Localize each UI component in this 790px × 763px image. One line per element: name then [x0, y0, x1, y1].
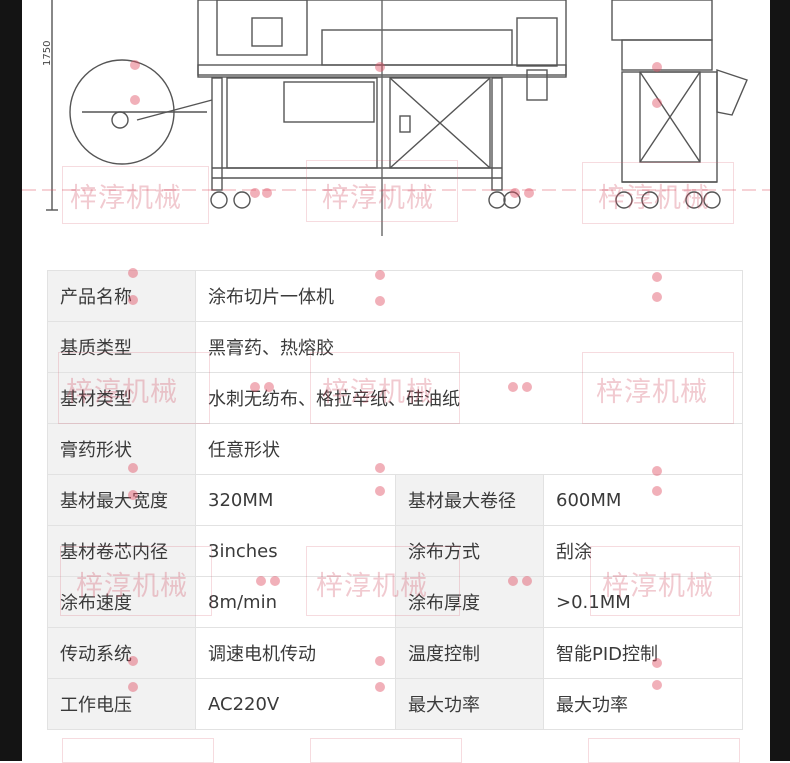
spec-value: 3inches: [195, 525, 396, 577]
table-row: 基材卷芯内径 3inches 涂布方式 刮涂: [47, 525, 743, 577]
table-row: 基材最大宽度 320MM 基材最大卷径 600MM: [47, 474, 743, 526]
table-row: 膏药形状 任意形状: [47, 423, 743, 475]
spec-value: 最大功率: [543, 678, 743, 730]
height-dimension-label: 1750: [42, 40, 53, 66]
spec-label: 温度控制: [395, 627, 544, 679]
table-row: 工作电压 AC220V 最大功率 最大功率: [47, 678, 743, 730]
spec-label: 膏药形状: [47, 423, 196, 475]
spec-label: 基材最大卷径: [395, 474, 544, 526]
spec-label: 涂布方式: [395, 525, 544, 577]
spec-value: 水刺无纺布、格拉辛纸、硅油纸: [195, 372, 743, 424]
machine-technical-drawing: [22, 0, 770, 236]
left-border-bar: [0, 0, 22, 761]
spec-value: 任意形状: [195, 423, 743, 475]
spec-value: 智能PID控制: [543, 627, 743, 679]
spec-label: 基材卷芯内径: [47, 525, 196, 577]
spec-label: 基材最大宽度: [47, 474, 196, 526]
spec-label: 传动系统: [47, 627, 196, 679]
watermark-frame: [62, 738, 214, 763]
watermark-frame: [588, 738, 740, 763]
spec-label: 工作电压: [47, 678, 196, 730]
spec-value: AC220V: [195, 678, 396, 730]
spec-label: 产品名称: [47, 270, 196, 322]
spec-value: 涂布切片一体机: [195, 270, 743, 322]
spec-value: 8m/min: [195, 576, 396, 628]
table-row: 基质类型 黑膏药、热熔胶: [47, 321, 743, 373]
spec-value: 320MM: [195, 474, 396, 526]
spec-value: 调速电机传动: [195, 627, 396, 679]
watermark-frame: [310, 738, 462, 763]
spec-label: 最大功率: [395, 678, 544, 730]
spec-value: 黑膏药、热熔胶: [195, 321, 743, 373]
table-row: 产品名称 涂布切片一体机: [47, 270, 743, 322]
spec-value: >0.1MM: [543, 576, 743, 628]
spec-label: 基材类型: [47, 372, 196, 424]
spec-value: 刮涂: [543, 525, 743, 577]
spec-label: 涂布速度: [47, 576, 196, 628]
spec-table: 产品名称 涂布切片一体机 基质类型 黑膏药、热熔胶 基材类型 水刺无纺布、格拉辛…: [47, 270, 743, 730]
right-border-bar: [770, 0, 790, 761]
spec-label: 涂布厚度: [395, 576, 544, 628]
table-row: 传动系统 调速电机传动 温度控制 智能PID控制: [47, 627, 743, 679]
spec-value: 600MM: [543, 474, 743, 526]
table-row: 基材类型 水刺无纺布、格拉辛纸、硅油纸: [47, 372, 743, 424]
spec-label: 基质类型: [47, 321, 196, 373]
table-row: 涂布速度 8m/min 涂布厚度 >0.1MM: [47, 576, 743, 628]
